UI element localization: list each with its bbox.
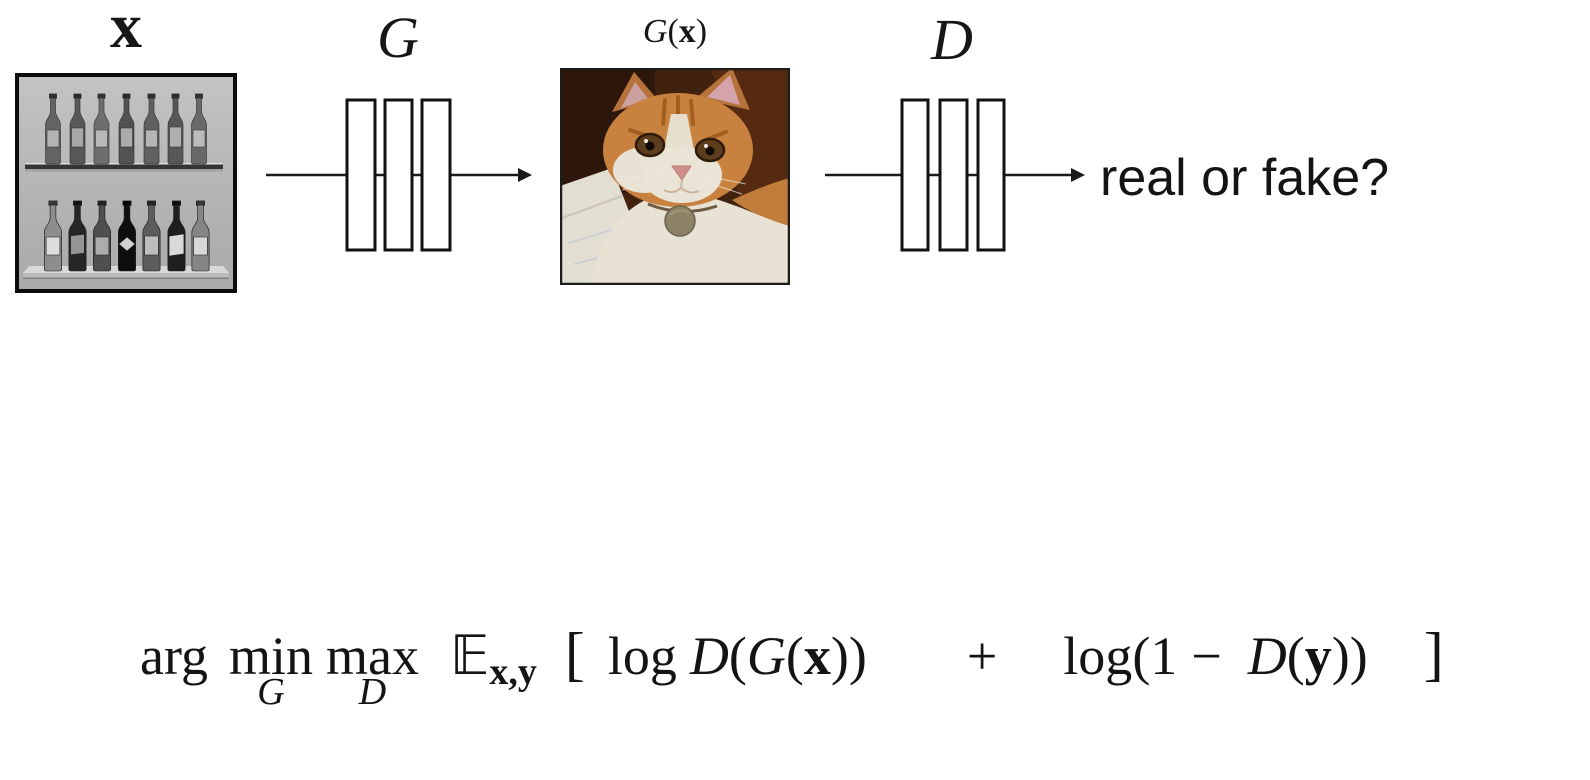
cat-whiskers	[617, 173, 747, 195]
generator-network-icon	[345, 98, 452, 252]
formula-min-subscript: G	[257, 671, 285, 713]
generated-label-g: G	[642, 13, 668, 50]
formula-paren1: (	[728, 626, 747, 686]
output-question: real or fake?	[1100, 149, 1390, 207]
discriminator-network-icon	[900, 98, 1006, 252]
cat-shoulder-orange	[732, 178, 790, 226]
formula-max-subscript: D	[358, 671, 387, 713]
formula-log1: log	[607, 626, 677, 686]
generated-label-open-paren: (	[667, 13, 679, 50]
formula-max-op: max	[326, 626, 419, 686]
bottom-shelf-bottles	[43, 200, 210, 272]
formula-d2: D	[1247, 626, 1287, 686]
formula-arg: arg	[140, 626, 208, 686]
formula-paren3: (	[1286, 626, 1305, 686]
cat-photo-illustration	[560, 68, 790, 285]
discriminator-label: D	[931, 7, 973, 72]
input-label-x: x	[110, 0, 142, 61]
formula-expectation-subscript: x,y	[489, 651, 537, 693]
formula-y-bold: y	[1304, 626, 1332, 686]
cat-chest	[590, 190, 790, 285]
generated-photo-cat	[560, 68, 790, 285]
formula-g1: G	[746, 626, 786, 686]
formula-plus: +	[966, 626, 998, 686]
cat-nose	[663, 165, 700, 194]
cat-eyes	[634, 132, 726, 163]
formula-log2: log	[1063, 626, 1133, 686]
top-shelf-bottles	[45, 93, 207, 165]
formula-minus: −	[1191, 626, 1222, 686]
formula-close-bracket: ]	[1423, 621, 1444, 687]
formula-min-op: min	[228, 626, 313, 686]
formula-close1: ))	[830, 626, 867, 686]
formula-close2: ))	[1331, 626, 1368, 686]
formula-open-bracket: [	[564, 621, 585, 687]
formula-paren2: (	[785, 626, 804, 686]
right-arrow-icon	[1071, 168, 1085, 182]
formula-d1: D	[689, 626, 729, 686]
input-photo-bottles	[15, 73, 237, 293]
generated-label-x: x	[678, 13, 696, 50]
bottles-photo-illustration	[15, 73, 237, 293]
formula-expectation: 𝔼	[449, 624, 490, 687]
generated-image-label: G(x)	[595, 15, 755, 49]
formula-t2-open: (1	[1132, 626, 1178, 686]
formula-x-bold: x	[803, 626, 831, 686]
right-arrow-icon	[518, 168, 532, 182]
generator-label: G	[377, 5, 419, 70]
generated-label-close-paren: )	[695, 13, 708, 50]
